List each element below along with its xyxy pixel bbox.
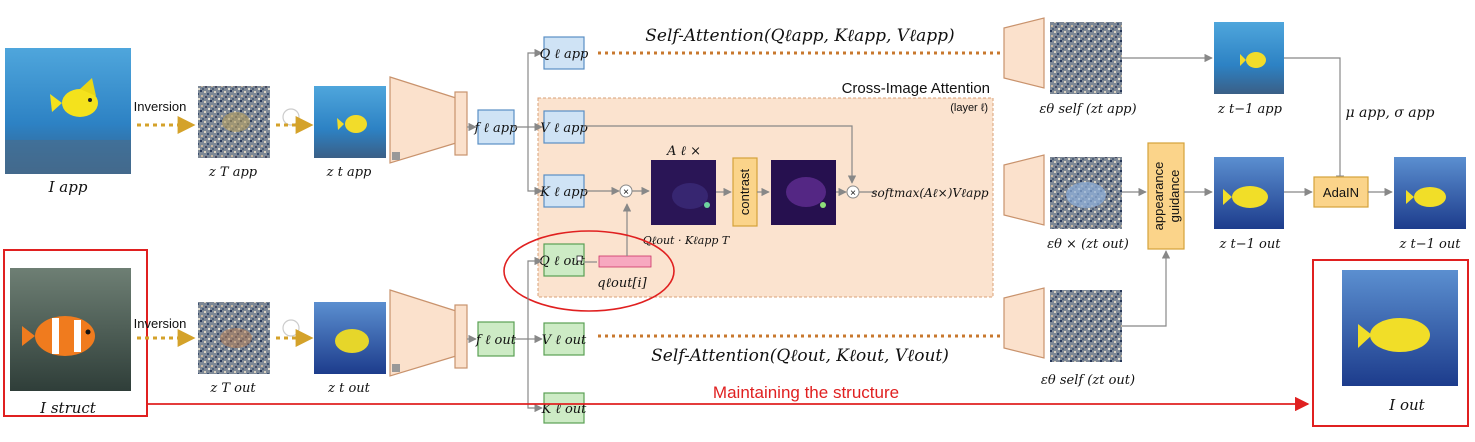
k-app-box <box>543 174 585 208</box>
img-app-label: I app <box>48 178 88 196</box>
lock-icon-bottom <box>392 364 400 372</box>
output-image-frame <box>1312 259 1469 427</box>
q-i-label: qℓout[i] <box>597 276 647 291</box>
eps-cross-label: εθ × (zt out) <box>1047 237 1129 252</box>
v-out-label: V ℓ out <box>542 333 587 348</box>
contrasted-attention-map <box>771 160 836 225</box>
unet-bottom-encoder <box>389 289 457 377</box>
qk-product-label: Qℓout · Kℓapp T <box>643 234 731 247</box>
softmax-label: softmax(Aℓ×)Vℓapp <box>871 186 989 200</box>
zt1-app-image <box>1214 22 1284 94</box>
appearance-guidance-box <box>1147 142 1185 250</box>
zt1-final-image <box>1394 157 1466 229</box>
maintaining-structure-label: Maintaining the structure <box>713 383 899 402</box>
unet-top-encoder <box>389 76 457 164</box>
structure-image <box>10 268 131 391</box>
layer-label: (layer ℓ) <box>950 102 988 114</box>
q-i-row <box>598 255 652 268</box>
loop-icon-bottom <box>282 319 300 337</box>
self-attention-bottom-title: Self-Attention(Qℓout, Kℓout, Vℓout) <box>651 346 949 366</box>
adain-label: AdaIN <box>1323 185 1359 200</box>
v-app-label: V ℓ app <box>540 121 588 136</box>
k-out-label: K ℓ out <box>541 402 588 417</box>
struct-image-frame <box>3 249 148 417</box>
zT-app-label: z T app <box>208 165 258 180</box>
output-image <box>1342 270 1458 386</box>
adain-box <box>1313 176 1369 208</box>
eps-self-out-noise <box>1050 290 1122 362</box>
self-attention-top-title: Self-Attention(Qℓapp, Kℓapp, Vℓapp) <box>645 26 954 46</box>
appearance-guidance-label-1: appearance <box>1151 162 1166 231</box>
zt1-out-label: z t−1 out <box>1219 237 1282 252</box>
lock-icon-top <box>392 152 400 160</box>
appearance-guidance-label-2: guidance <box>1167 170 1182 223</box>
zt-app-image <box>314 86 386 158</box>
unet-self-out-decoder <box>1003 287 1045 359</box>
zt-out-label: z t out <box>327 381 371 396</box>
svg-text:×: × <box>850 188 856 199</box>
contrast-label: contrast <box>737 168 752 215</box>
unet-cross-decoder <box>1003 154 1045 226</box>
img-struct-label: I struct <box>39 399 97 417</box>
attention-map <box>651 160 716 225</box>
eps-self-out-label: εθ self (zt out) <box>1041 373 1135 388</box>
highlight-ellipse <box>503 230 675 312</box>
f-out-label: f ℓ out <box>475 333 517 348</box>
q-out-label: Q ℓ out <box>539 254 586 269</box>
v-app-box <box>543 110 585 144</box>
img-out-label: I out <box>1388 396 1425 414</box>
eps-self-app-label: εθ self (zt app) <box>1039 102 1136 117</box>
zt-app-label: z t app <box>326 165 372 180</box>
unet-self-app-decoder <box>1003 17 1045 89</box>
inversion-bottom-label: Inversion <box>134 316 187 331</box>
eps-self-app-noise <box>1050 22 1122 94</box>
zt1-final-label: z t−1 out <box>1399 237 1462 252</box>
f-app-label: f ℓ app <box>474 121 519 136</box>
zt1-out-image <box>1214 157 1284 229</box>
zt1-app-label: z t−1 app <box>1217 102 1283 117</box>
k-out-box <box>543 392 585 424</box>
v-out-box <box>543 322 585 356</box>
q-out-box <box>543 243 585 277</box>
zT-out-label: z T out <box>209 381 256 396</box>
svg-text:×: × <box>623 187 629 198</box>
appearance-image <box>5 48 131 174</box>
inversion-top-label: Inversion <box>134 99 187 114</box>
zt-out-image <box>314 302 386 374</box>
k-app-label: K ℓ app <box>539 185 588 200</box>
q-app-box <box>543 36 585 70</box>
mu-sigma-label: μ app, σ app <box>1346 105 1435 121</box>
a-cross-label: A ℓ × <box>666 144 701 159</box>
contrast-box <box>732 157 758 227</box>
cross-image-attention-title: Cross-Image Attention <box>842 80 990 97</box>
q-app-label: Q ℓ app <box>540 47 589 62</box>
loop-icon <box>282 108 300 126</box>
